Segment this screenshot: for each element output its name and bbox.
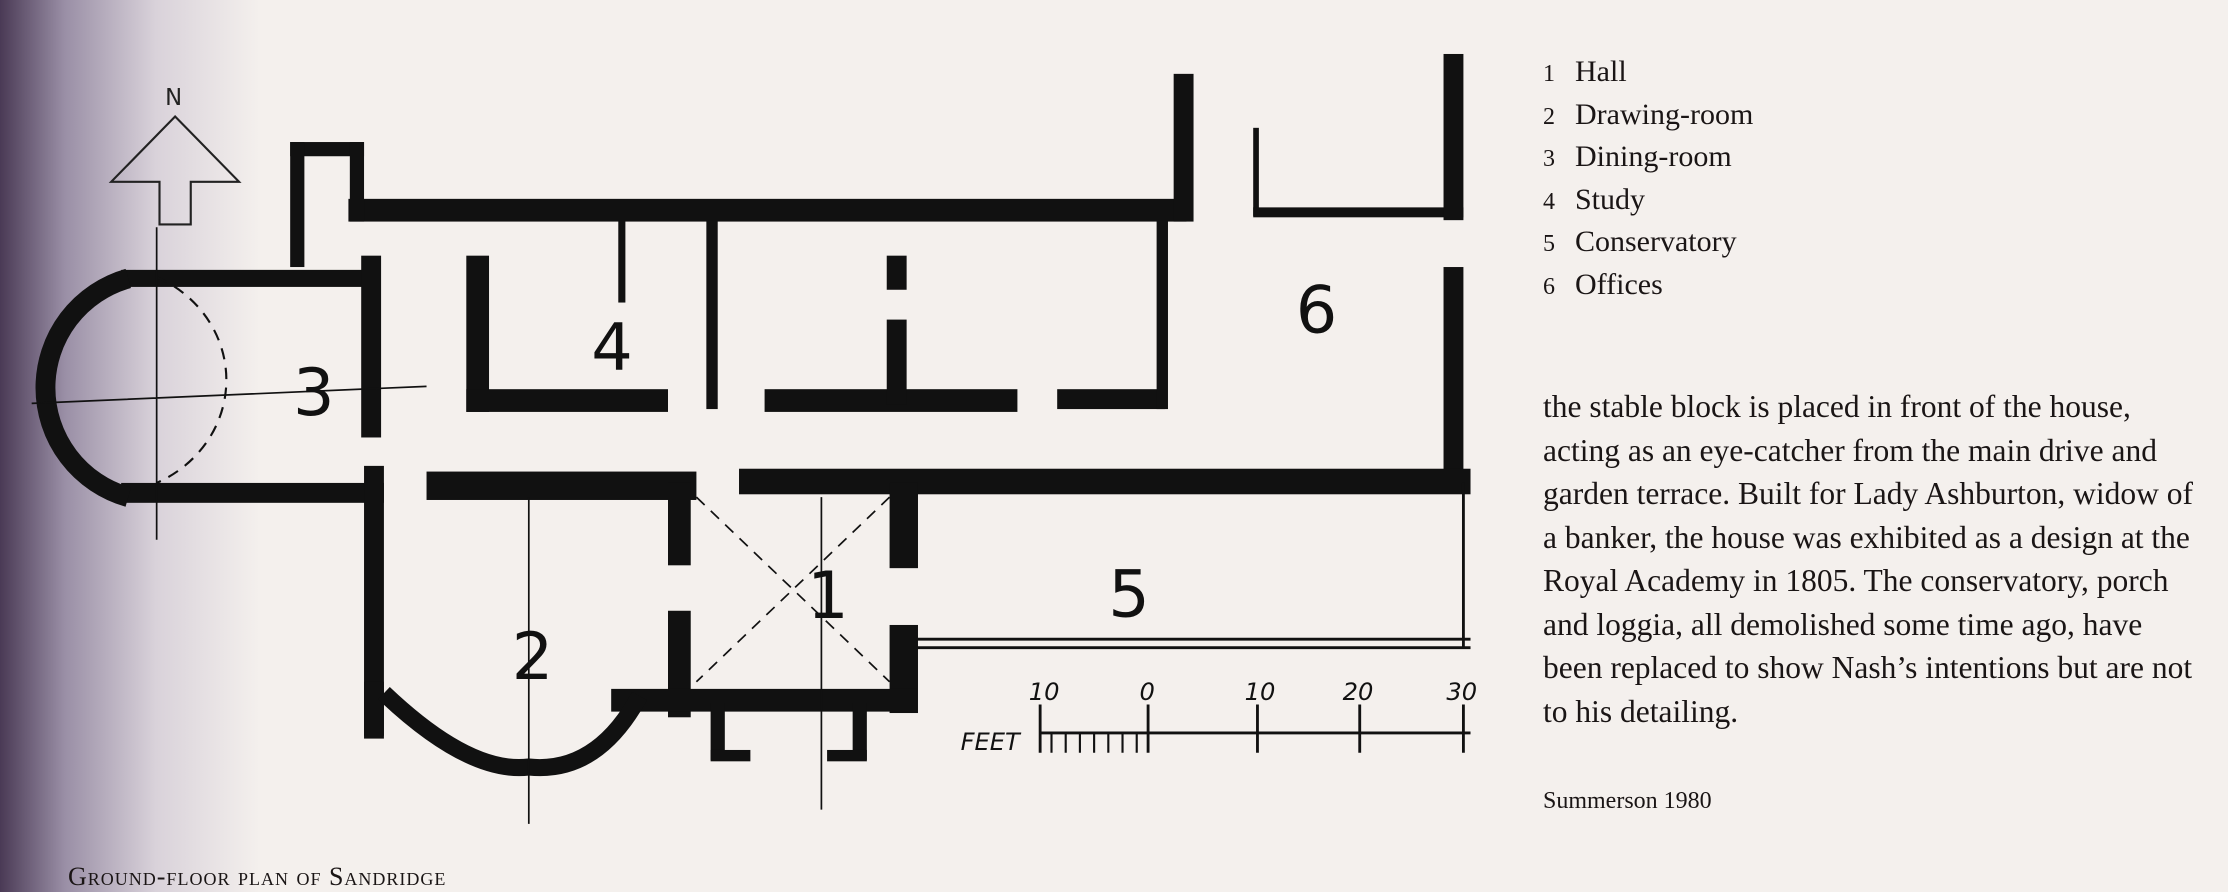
room-number-3: 3 [293, 355, 335, 431]
scale-tick: 20 [1343, 678, 1374, 706]
walls [121, 53, 1471, 762]
room-number-4: 4 [591, 309, 633, 385]
legend-item: 1 Hall [1543, 52, 1753, 95]
room-number-2: 2 [512, 619, 554, 695]
legend-label: Drawing-room [1575, 97, 1754, 131]
body-paragraph: the stable block is placed in front of t… [1543, 389, 2193, 729]
legend-num: 4 [1543, 188, 1555, 215]
citation: Summerson 1980 [1543, 788, 1712, 814]
north-arrow-icon: N [108, 85, 242, 226]
page-gutter-shadow [0, 0, 260, 892]
room-number-6: 6 [1296, 272, 1338, 348]
legend-num: 6 [1543, 273, 1555, 300]
legend-num: 3 [1543, 146, 1555, 172]
legend-label: Dining-room [1575, 140, 1732, 173]
plan-lines [31, 227, 1471, 824]
scale-tick: 0 [1140, 678, 1155, 706]
legend-num: 2 [1543, 103, 1555, 130]
scale-unit: FEET [961, 728, 1022, 756]
scale-tick: 30 [1446, 678, 1477, 706]
scale-tick: 10 [1029, 678, 1060, 706]
scale-tick: 10 [1245, 678, 1276, 706]
legend-item: 2 Drawing-room [1543, 95, 1753, 138]
room-numbers: 1 2 3 4 5 6 [293, 272, 1337, 695]
legend-label: Hall [1575, 55, 1627, 88]
legend-label: Study [1575, 182, 1646, 216]
legend-item: 4 Study [1543, 180, 1753, 223]
legend-label: Conservatory [1575, 225, 1737, 258]
legend-item: 5 Conservatory [1543, 222, 1753, 265]
legend-label: Offices [1575, 267, 1663, 301]
legend-num: 1 [1543, 61, 1555, 87]
legend-item: 6 Offices [1543, 265, 1753, 308]
legend-num: 5 [1543, 231, 1555, 257]
figure-caption: Ground-floor plan of Sandridge [68, 862, 447, 891]
scale-bar: FEET 10 0 10 20 30 [961, 678, 1477, 756]
legend-item: 3 Dining-room [1543, 137, 1753, 180]
room-number-5: 5 [1108, 556, 1150, 632]
north-label: N [165, 85, 182, 111]
room-number-1: 1 [807, 558, 849, 634]
